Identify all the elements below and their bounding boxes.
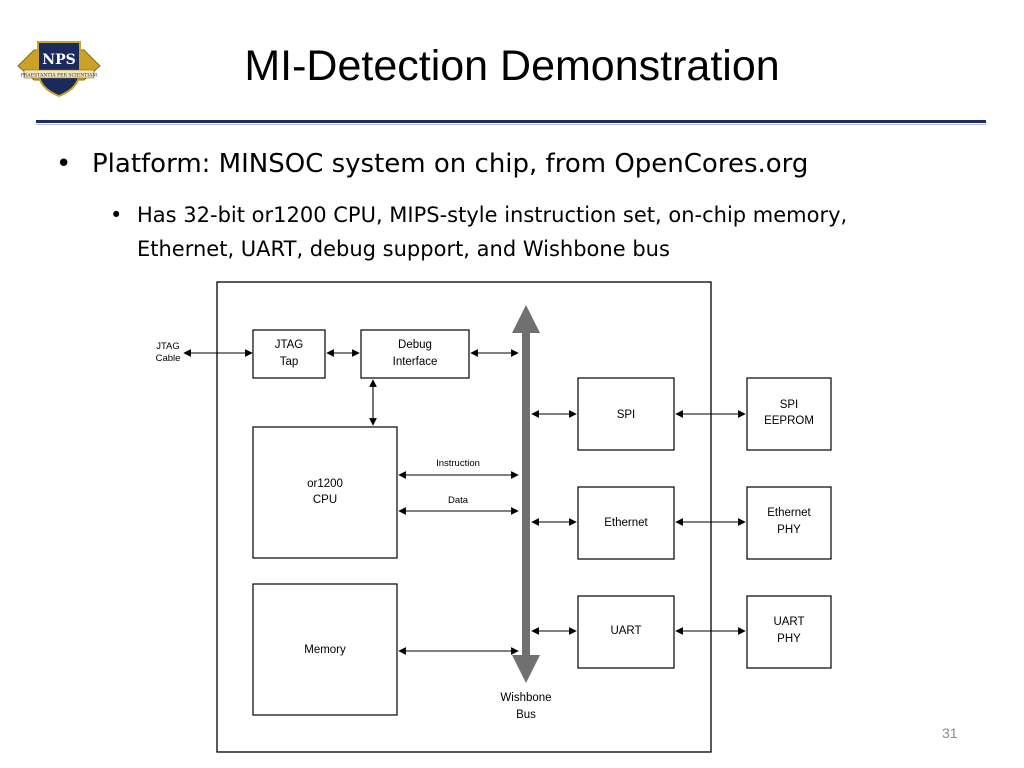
ethernet-phy-label: Ethernet	[767, 507, 811, 519]
memory-block	[252, 583, 398, 716]
spi-eeprom-block	[746, 377, 832, 451]
bullet-marker-sub: •	[110, 203, 123, 227]
nps-logo: NPS PRAESTANTIA PER SCIENTIAM	[17, 41, 101, 98]
bullet-level-2-text: Has 32-bit or1200 CPU, MIPS-style instru…	[137, 203, 848, 261]
uart-phy-label: PHY	[777, 633, 801, 645]
debug-interface-block	[360, 329, 470, 379]
ethernet-label: Ethernet	[604, 517, 648, 529]
cpu-label: or1200	[307, 478, 343, 490]
spi-eeprom-label: SPI	[780, 399, 799, 411]
jtag-tap-block	[252, 329, 326, 379]
spi-label: SPI	[617, 409, 636, 421]
wishbone-bus-label: Bus	[516, 709, 536, 721]
logo-text: NPS	[42, 52, 75, 68]
memory-label: Memory	[304, 644, 346, 656]
debug-interface-label: Interface	[393, 356, 438, 368]
page-number: 31	[942, 725, 958, 741]
uart-label: UART	[610, 625, 641, 637]
jtag-cable-label: Cable	[156, 353, 181, 364]
bullet-level-1: • Platform: MINSOC system on chip, from O…	[56, 149, 808, 179]
cpu-block	[252, 426, 398, 559]
chip-boundary	[216, 281, 712, 753]
instruction-label: Instruction	[436, 458, 480, 469]
wishbone-bus-label: Wishbone	[500, 692, 551, 704]
data-label: Data	[448, 495, 469, 506]
bullet-level-2: • Has 32-bit or1200 CPU, MIPS-style inst…	[110, 198, 930, 266]
jtag-tap-label: Tap	[280, 356, 299, 368]
bullet-level-1-text: Platform: MINSOC system on chip, from Op…	[92, 149, 809, 179]
title-rule	[36, 120, 986, 123]
spi-eeprom-label: EEPROM	[764, 415, 814, 427]
jtag-tap-label: JTAG	[275, 339, 304, 351]
uart-phy-block	[746, 595, 832, 669]
jtag-cable-label: JTAG	[156, 341, 180, 352]
ethernet-block	[577, 486, 675, 560]
ethernet-phy-block	[746, 486, 832, 560]
cpu-label: CPU	[313, 494, 337, 506]
title-rule-shadow	[36, 124, 986, 125]
uart-phy-label: UART	[773, 616, 804, 628]
uart-block	[577, 595, 675, 669]
ethernet-phy-label: PHY	[777, 524, 801, 536]
debug-interface-label: Debug	[398, 339, 432, 351]
wishbone-bus	[512, 305, 540, 683]
logo-motto: PRAESTANTIA PER SCIENTIAM	[21, 73, 98, 79]
spi-block	[577, 377, 675, 451]
bullet-marker: •	[56, 149, 72, 179]
slide-title: MI-Detection Demonstration	[244, 42, 780, 90]
